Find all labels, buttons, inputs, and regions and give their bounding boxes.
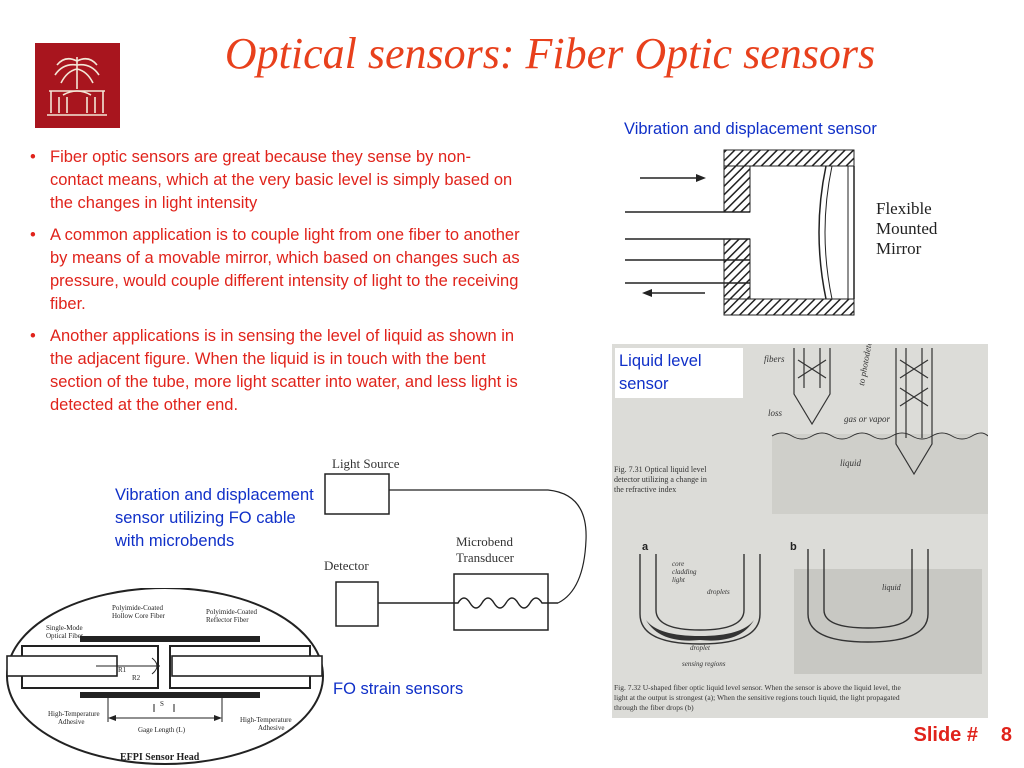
bullet-item: •A common application is to couple light… <box>30 226 520 313</box>
single-mode-label-2: Optical Fiber <box>46 632 84 640</box>
adhesive-left-label-2: Adhesive <box>58 718 84 726</box>
loss-label: loss <box>768 408 783 418</box>
fig731-line-1: Fig. 7.31 Optical liquid level <box>614 465 707 474</box>
bullet-marker: • <box>30 148 36 166</box>
hollow-core-label-1: Polyimide-Coated <box>112 604 163 612</box>
droplets-label: droplets <box>707 588 730 596</box>
mirror-label-2: Mounted <box>876 219 938 238</box>
gage-length-label: Gage Length (L) <box>138 726 186 734</box>
reflector-label-2: Reflector Fiber <box>206 616 249 624</box>
r2-label: R2 <box>132 674 141 682</box>
cladding-label: cladding <box>672 568 697 576</box>
fig731-line-3: the refractive index <box>614 485 676 494</box>
slide-number-label: Slide # <box>913 724 978 746</box>
liquid-sensor-caption: Liquid level sensor <box>615 348 743 398</box>
flexible-mirror <box>818 165 827 300</box>
fig732-line-3: through the fiber drops (b) <box>614 703 694 712</box>
microbend-fiber <box>378 597 558 609</box>
detector-box <box>335 581 379 627</box>
fiber-cable <box>389 489 587 604</box>
efpi-head-label: EFPI Sensor Head <box>120 752 200 763</box>
panel-b-label: b <box>790 541 797 553</box>
bullet-marker: • <box>30 226 36 244</box>
housing-wall-upper <box>723 165 751 213</box>
liquid-level-figure: fibers to photodetector loss gas or vapo… <box>612 326 989 718</box>
photodetector-label: to photodetector <box>856 344 876 386</box>
mirror-label-3: Mirror <box>876 239 922 258</box>
slide-number: 8 <box>1000 724 1012 746</box>
housing-wall-lower <box>723 282 751 300</box>
light-source-box <box>324 473 390 515</box>
university-logo <box>35 43 120 128</box>
fig732-line-2: light at the output is strongest (a); Wh… <box>614 693 900 702</box>
transducer-label-2: Transducer <box>456 550 515 565</box>
mirror-sensor-diagram: Flexible Mounted Mirror <box>625 149 938 316</box>
s-label: S <box>160 700 164 708</box>
adhesive-left-label-1: High-Temperature <box>48 710 100 718</box>
fig731-line-2: detector utilizing a change in <box>614 475 707 484</box>
light-source-label: Light Source <box>332 456 400 471</box>
housing-bottom <box>723 298 855 316</box>
slide-title: Optical sensors: Fiber Optic sensors <box>224 29 876 78</box>
housing-top <box>723 149 855 167</box>
reflector-label-1: Polyimide-Coated <box>206 608 257 616</box>
vibration-sensor-caption: Vibration and displacement sensor <box>624 120 877 138</box>
adhesive-right-label-1: High-Temperature <box>240 716 292 724</box>
liquid-level-illustration: fibers to photodetector loss gas or vapo… <box>614 326 989 712</box>
droplet-label: droplet <box>690 644 711 652</box>
bullet-marker: • <box>30 327 36 345</box>
housing-wall-middle <box>723 238 751 284</box>
bullet-item: •Fiber optic sensors are great because t… <box>30 148 513 212</box>
hollow-core-label-2: Hollow Core Fiber <box>112 612 166 620</box>
droplet-shape <box>646 620 754 641</box>
bullet-item: •Another applications is in sensing the … <box>30 327 518 414</box>
panel-a-label: a <box>642 541 649 553</box>
bullet-list: •Fiber optic sensors are great because t… <box>30 146 520 426</box>
light-label: light <box>672 576 686 584</box>
gas-label: gas or vapor <box>844 414 890 424</box>
strain-sensor-caption: FO strain sensors <box>333 680 464 698</box>
core-label: core <box>672 560 684 568</box>
detector-label: Detector <box>324 558 369 573</box>
fibers-label: fibers <box>764 354 785 364</box>
single-mode-label-1: Single-Mode <box>46 624 83 632</box>
adhesive-right-label-2: Adhesive <box>258 724 284 732</box>
palmetto-tree-icon <box>47 57 107 116</box>
transducer-label-1: Microbend <box>456 534 514 549</box>
sensing-label: sensing regions <box>682 660 726 668</box>
mirror-label-1: Flexible <box>876 199 932 218</box>
liquid-label: liquid <box>840 458 862 468</box>
liquid-b-label: liquid <box>882 583 902 592</box>
microbend-caption: Vibration and displacement sensor utiliz… <box>115 486 314 550</box>
r1-label: R1 <box>118 666 127 674</box>
efpi-sensor-diagram: Polyimide-Coated Hollow Core Fiber Polyi… <box>6 588 324 765</box>
fig732-line-1: Fig. 7.32 U-shaped fiber optic liquid le… <box>614 683 902 692</box>
microbend-diagram: Light Source Detector Microbend Transduc… <box>324 456 587 631</box>
transducer-box <box>453 573 549 631</box>
